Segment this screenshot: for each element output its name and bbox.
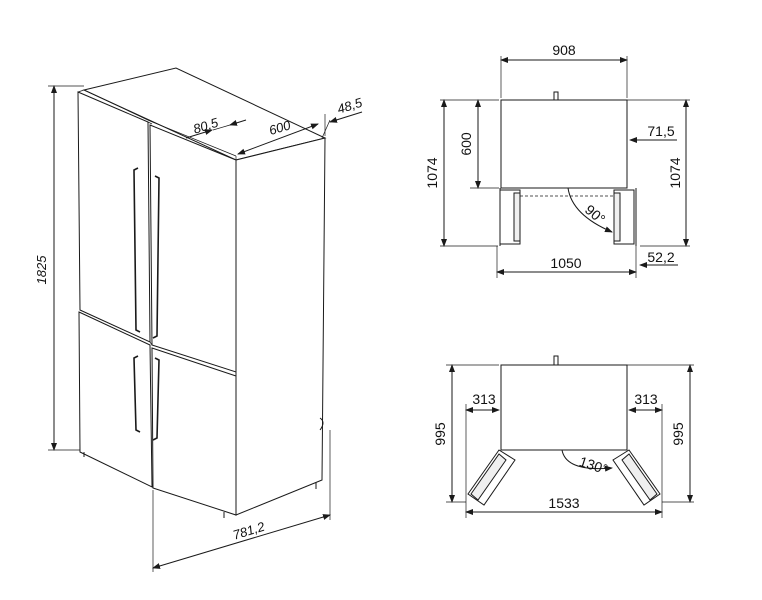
top-view-90: 908 600 1074 1074 90° 71,5 1050 — [424, 42, 690, 278]
body-top-130 — [500, 364, 628, 451]
width-label: 600 — [267, 117, 293, 138]
depth-1074-left-label: 1074 — [424, 157, 440, 188]
offset-71-label: 71,5 — [647, 123, 674, 139]
width-908-label: 908 — [552, 42, 576, 58]
angle-arc-90 — [567, 187, 613, 233]
depth-995-left-label: 995 — [432, 422, 448, 446]
side-313-right-label: 313 — [634, 391, 658, 407]
depth-995-right-label: 995 — [670, 422, 686, 446]
offset-52-label: 52,2 — [647, 249, 674, 265]
upper-left-door — [77, 91, 151, 343]
angle-90-label: 90° — [582, 201, 609, 227]
angle-130-label: 130° — [577, 453, 609, 477]
top-offset-label: 48,5 — [335, 95, 364, 117]
upper-right-door — [149, 124, 237, 373]
door-gap-label: 80,5 — [191, 115, 220, 137]
angle-arc-130 — [561, 449, 613, 472]
lower-left-door — [78, 311, 153, 488]
depth-600-label: 600 — [458, 132, 474, 156]
height-label: 1825 — [34, 255, 49, 285]
width-dim-line — [237, 123, 319, 155]
depth-dim-line — [152, 514, 331, 569]
top-view-130: 995 995 313 313 130° 1533 — [432, 355, 694, 518]
top-offset-arrow — [329, 111, 363, 123]
open-width-1533-label: 1533 — [548, 495, 579, 511]
handle-lower-left — [133, 355, 141, 433]
isometric-fridge: 1825 781,2 600 80,5 48,5 — [34, 67, 365, 572]
handle-lower-right — [152, 357, 160, 441]
door-gap-arrow — [185, 129, 213, 139]
handle-upper-left — [133, 167, 141, 333]
handle-upper-right — [152, 175, 160, 339]
lower-right-door — [151, 347, 237, 516]
open-width-1050-label: 1050 — [550, 255, 581, 271]
body-top-90 — [500, 99, 628, 189]
side-313-left-label: 313 — [472, 391, 496, 407]
fridge-side-face — [235, 137, 326, 516]
depth-1074-right-label: 1074 — [667, 157, 683, 188]
